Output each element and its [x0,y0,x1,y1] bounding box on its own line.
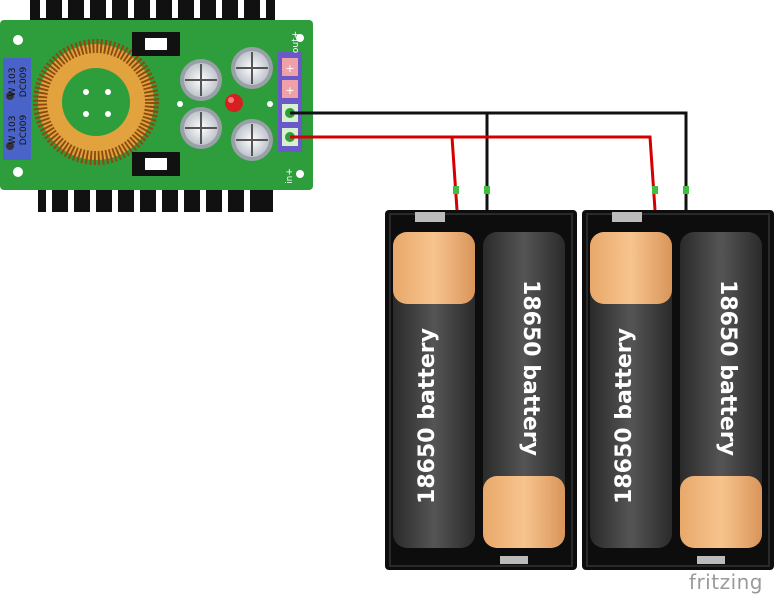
cell-label: 18650 battery [612,328,637,504]
capacitor [180,107,222,149]
chip-label-2: DC009 [19,67,29,98]
cell-label: 18650 battery [518,280,543,456]
mount-hole [13,35,23,45]
positive-wire [290,135,459,211]
out-label: out+ [291,31,301,53]
mount-hole [296,34,304,42]
capacitor [180,59,222,101]
positive-wire-right [452,135,657,211]
dc-converter-module: W 103 DC009 W 103 DC009 [0,20,313,190]
capacitor [231,47,273,89]
chip-label-1: W 103 [8,68,18,97]
battery-cell: 18650 battery [483,232,565,548]
cell-label: 18650 battery [715,280,740,456]
chip-label-1b: W 103 [8,116,18,145]
led [225,94,243,112]
fritzing-watermark: fritzing [688,570,763,594]
potentiometer [3,58,31,160]
terminal-symbol-out: + [285,62,294,75]
negative-wire-right [487,111,688,210]
chip-label-2b: DC009 [19,115,29,146]
mount-hole [296,170,304,178]
battery-holder-right: 18650 battery 18650 battery [582,210,774,570]
mount-hole [13,167,23,177]
terminal-block: + + [278,52,302,152]
battery-holder-left: 18650 battery 18650 battery [385,210,577,570]
battery-cell: 18650 battery [393,232,475,548]
terminal-symbol-out2: + [285,84,294,97]
battery-cell: 18650 battery [590,232,672,548]
battery-cell: 18650 battery [680,232,762,548]
toroid-inductor [33,39,159,165]
cell-label: 18650 battery [415,328,440,504]
wires [290,111,689,211]
in-label: in+ [285,168,295,184]
regulator-ic [132,32,180,56]
capacitor [231,119,273,161]
diode [132,152,180,176]
